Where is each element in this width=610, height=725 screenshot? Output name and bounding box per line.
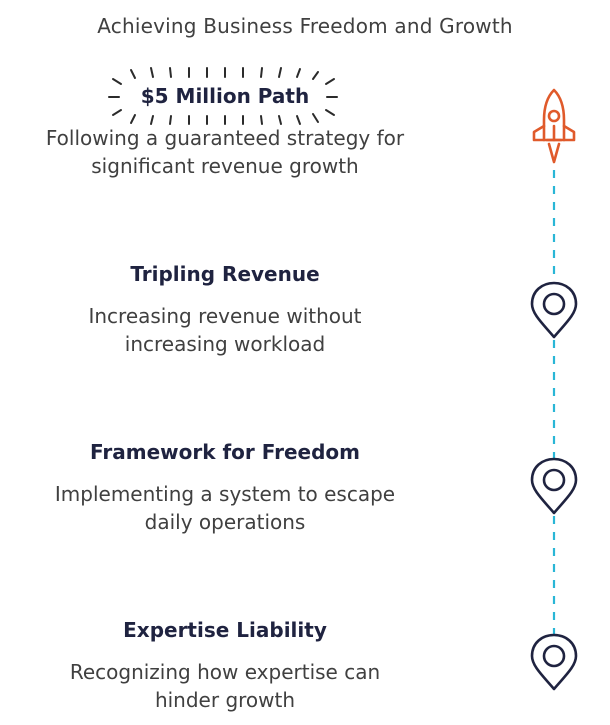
milestone-tripling-revenue: Tripling Revenue xyxy=(10,262,440,286)
page-title: Achieving Business Freedom and Growth xyxy=(97,14,513,38)
title-burst-highlight xyxy=(105,64,340,128)
milestone-5-million-path-description: Following a guaranteed strategy for sign… xyxy=(10,124,440,180)
milestone-expertise-liability: Expertise Liability xyxy=(10,618,440,642)
location-pin-icon xyxy=(530,633,578,691)
milestone-title: Expertise Liability xyxy=(123,618,327,642)
milestone-title: Tripling Revenue xyxy=(130,262,320,286)
milestone-framework-for-freedom-description: Implementing a system to escape daily op… xyxy=(10,480,440,536)
milestone-description-line: Recognizing how expertise can xyxy=(69,660,381,684)
milestone-description-line: Increasing revenue without xyxy=(88,304,362,328)
milestone-description-line: hinder growth xyxy=(154,688,296,712)
milestone-title: $5 Million Path xyxy=(140,84,310,108)
milestone-description-line: increasing workload xyxy=(124,332,326,356)
milestone-description-line: Implementing a system to escape xyxy=(54,482,396,506)
milestone-description-line: Following a guaranteed strategy for xyxy=(45,126,405,150)
milestone-5-million-path: $5 Million Path xyxy=(10,84,440,108)
burst-icon xyxy=(108,67,338,125)
milestone-framework-for-freedom: Framework for Freedom xyxy=(10,440,440,464)
location-pin-icon xyxy=(530,457,578,515)
milestone-description-line: daily operations xyxy=(144,510,306,534)
location-pin-icon xyxy=(530,281,578,339)
rocket-icon xyxy=(532,88,576,164)
milestone-expertise-liability-description: Recognizing how expertise can hinder gro… xyxy=(10,658,440,714)
milestone-description-line: significant revenue growth xyxy=(91,154,359,178)
milestone-title: Framework for Freedom xyxy=(89,440,361,464)
milestone-tripling-revenue-description: Increasing revenue without increasing wo… xyxy=(10,302,440,358)
